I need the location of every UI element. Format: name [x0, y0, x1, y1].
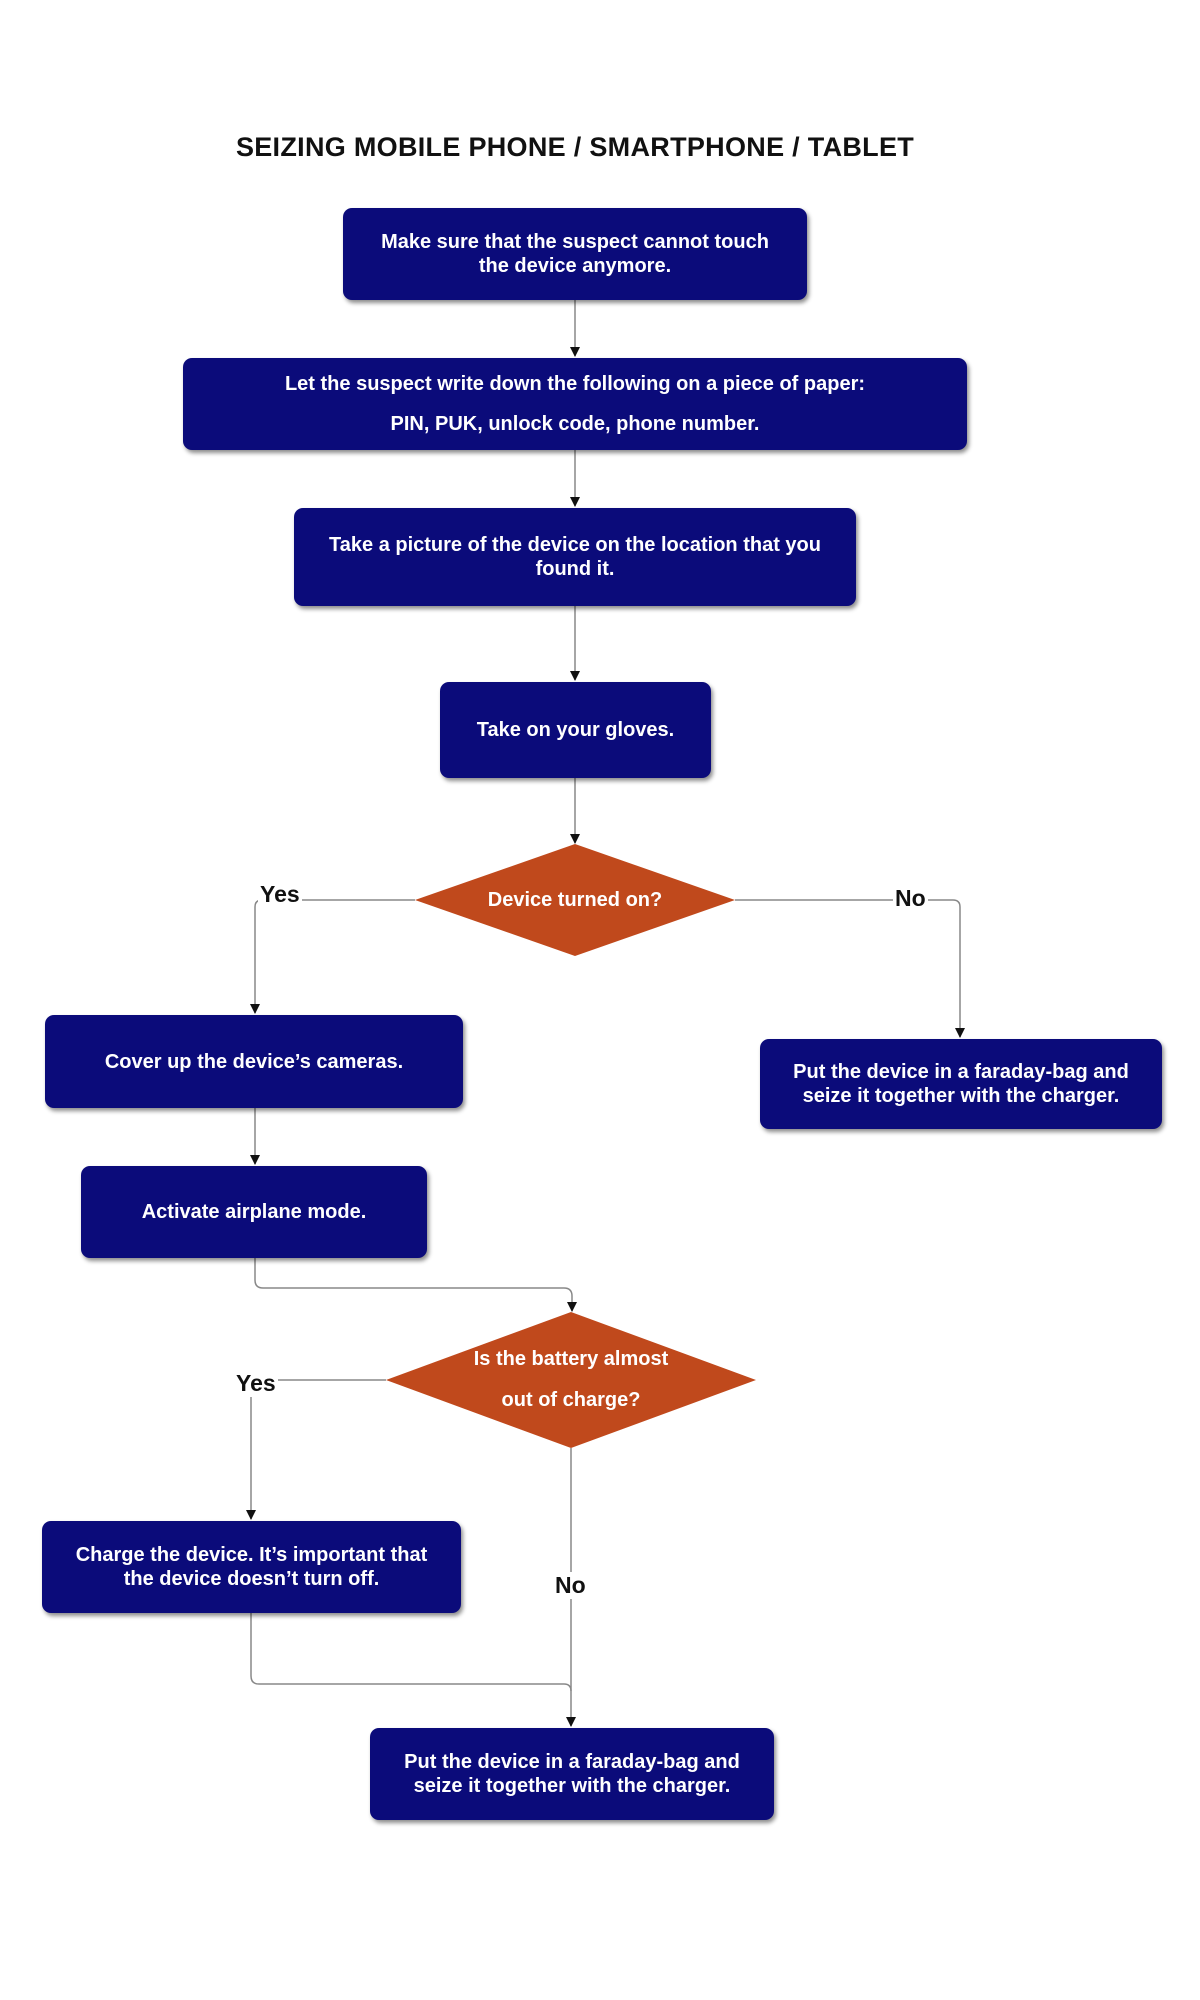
step-gloves: Take on your gloves.: [440, 682, 711, 778]
decision-battery-text: Is the battery almost out of charge?: [473, 1348, 669, 1411]
decision-device-on-shape: [415, 844, 735, 956]
connector-device-on-yes: [250, 899, 415, 1014]
decision-device-on: Device turned on?: [415, 844, 735, 956]
edge-label-battery-yes: Yes: [234, 1370, 278, 1397]
step-airplane-text: Activate airplane mode.: [141, 1201, 367, 1223]
edge-label-device-on-no: No: [893, 885, 928, 912]
step-take-picture: Take a picture of the device on the loca…: [294, 508, 856, 606]
connector-airplane-to-battery: [254, 1258, 577, 1312]
step-no-touch-text: Make sure that the suspect cannot touch …: [381, 231, 769, 277]
step-write-codes: Let the suspect write down the following…: [183, 358, 967, 450]
step-no-touch: Make sure that the suspect cannot touch …: [343, 208, 807, 300]
step-faraday-off-text: Put the device in a faraday-bag and seiz…: [793, 1061, 1129, 1107]
step-cover-cameras-text: Cover up the device’s cameras.: [104, 1050, 404, 1073]
edge-label-battery-no: No: [553, 1572, 588, 1599]
step-charge-text: Charge the device. It’s important that t…: [75, 1544, 428, 1590]
step-charge: Charge the device. It’s important that t…: [42, 1521, 461, 1613]
connector-device-on-no: [735, 899, 965, 1038]
step-write-codes-text: Let the suspect write down the following…: [284, 373, 866, 435]
decision-battery-shape: [386, 1312, 756, 1448]
step-airplane: Activate airplane mode.: [81, 1166, 427, 1258]
step-faraday-final: Put the device in a faraday-bag and seiz…: [370, 1728, 774, 1820]
step-cover-cameras: Cover up the device’s cameras.: [45, 1015, 463, 1108]
decision-battery: Is the battery almost out of charge?: [386, 1312, 756, 1448]
edge-label-device-on-yes: Yes: [258, 881, 302, 908]
step-faraday-off: Put the device in a faraday-bag and seiz…: [760, 1039, 1162, 1129]
step-take-picture-text: Take a picture of the device on the loca…: [329, 534, 821, 580]
decision-device-on-text: Device turned on?: [487, 888, 663, 911]
connector-battery-yes: [246, 1379, 386, 1520]
connector-charge-to-final: [250, 1613, 572, 1692]
step-gloves-text: Take on your gloves.: [476, 719, 675, 741]
page-title: SEIZING MOBILE PHONE / SMARTPHONE / TABL…: [235, 132, 915, 162]
step-faraday-final-text: Put the device in a faraday-bag and seiz…: [404, 1751, 740, 1797]
